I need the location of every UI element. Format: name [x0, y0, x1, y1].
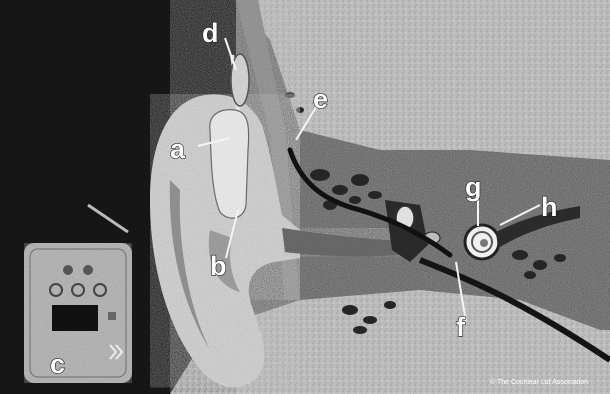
label-a: a	[170, 134, 186, 164]
label-g: g	[465, 172, 482, 202]
body-worn-processor	[24, 243, 132, 383]
label-f: f	[456, 312, 466, 342]
label-b: b	[210, 251, 227, 281]
image-credit: © The Cochlear Ltd Association	[490, 378, 588, 386]
label-d: d	[202, 18, 219, 48]
label-c: c	[50, 349, 65, 379]
label-h: h	[541, 192, 558, 222]
label-e: e	[313, 84, 328, 114]
cochlea	[465, 225, 499, 259]
